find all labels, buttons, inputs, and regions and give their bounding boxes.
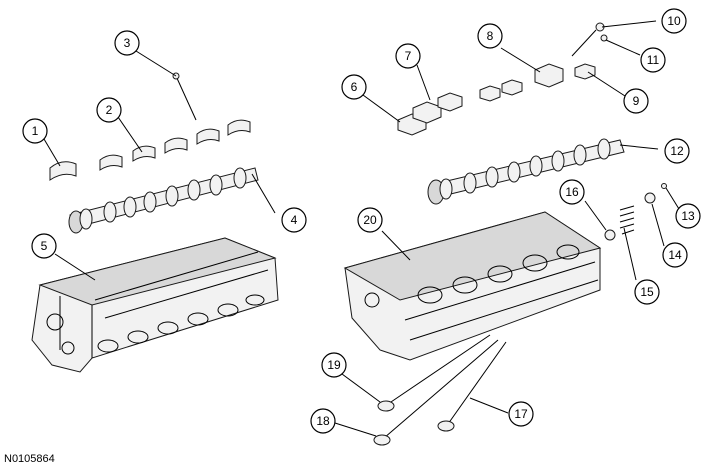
callout-label: 7: [405, 49, 412, 63]
callout-label: 16: [565, 185, 579, 199]
callout-5: 5: [31, 233, 57, 259]
callout-17: 17: [508, 401, 534, 427]
callout-7: 7: [395, 43, 421, 69]
callout-4: 4: [281, 207, 307, 233]
callout-16: 16: [559, 179, 585, 205]
callout-label: 11: [647, 53, 660, 67]
callout-10: 10: [661, 8, 687, 34]
callout-label: 4: [291, 213, 298, 227]
callout-11: 11: [640, 47, 666, 73]
callout-12: 12: [664, 138, 690, 164]
left-camshaft: [68, 167, 259, 234]
callout-label: 19: [327, 358, 341, 372]
callout-15: 15: [634, 279, 660, 305]
callout-label: 3: [124, 36, 131, 50]
left-bearing-caps: [49, 119, 251, 181]
callout-6: 6: [341, 74, 367, 100]
callout-label: 8: [487, 29, 494, 43]
callout-8: 8: [477, 23, 503, 49]
callout-label: 14: [668, 248, 682, 262]
valve-spring-parts: [604, 183, 667, 241]
callout-1: 1: [22, 118, 48, 144]
callout-label: 5: [41, 239, 48, 253]
left-cap-bolt: [172, 72, 197, 121]
callout-leaders: [43, 20, 680, 437]
right-cylinder-head: [343, 211, 602, 361]
callout-14: 14: [662, 242, 688, 268]
callout-label: 17: [514, 407, 528, 421]
callout-label: 20: [363, 213, 377, 227]
right-rocker-assemblies: [397, 63, 596, 136]
callout-18: 18: [310, 408, 336, 434]
right-adjuster: [571, 22, 608, 57]
callout-20: 20: [357, 207, 383, 233]
callout-19: 19: [321, 352, 347, 378]
callout-label: 1: [32, 124, 39, 138]
callout-label: 13: [681, 209, 695, 223]
right-camshaft: [427, 138, 625, 205]
callout-label: 15: [640, 285, 654, 299]
callout-label: 18: [316, 414, 330, 428]
callout-label: 9: [633, 94, 640, 108]
callout-label: 10: [667, 14, 681, 28]
callout-9: 9: [623, 88, 649, 114]
valves: [373, 334, 507, 446]
callout-13: 13: [675, 203, 701, 229]
figure-id: N0105864: [4, 453, 55, 465]
callout-3: 3: [114, 30, 140, 56]
left-cylinder-head: [31, 237, 279, 373]
callout-label: 6: [351, 80, 358, 94]
callout-label: 12: [670, 144, 684, 158]
callout-2: 2: [96, 97, 122, 123]
callout-label: 2: [106, 103, 113, 117]
